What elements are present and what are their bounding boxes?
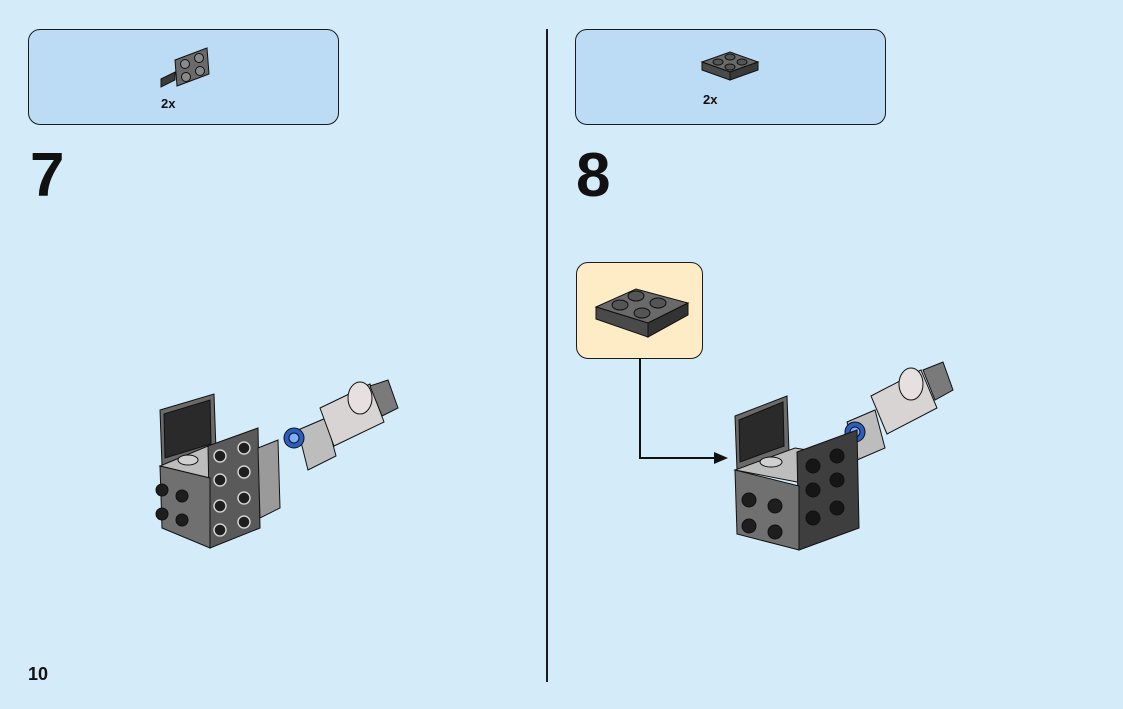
step-7-part-quantity: 2x	[161, 96, 176, 111]
step-8-parts-box: 2x	[575, 29, 886, 125]
page-divider	[546, 29, 548, 682]
step-7-parts-box: 2x	[28, 29, 339, 125]
step-8-number: 8	[576, 141, 611, 210]
page-number: 10	[28, 664, 49, 684]
step-8-placement-arrow	[639, 358, 728, 464]
plate-2x2-callout-icon	[594, 288, 690, 338]
angle-bracket-part-icon	[160, 47, 210, 88]
step-7-number: 7	[30, 141, 65, 210]
plate-2x2-part-icon	[700, 51, 760, 81]
step-7-model-illustration	[155, 379, 399, 549]
step-8-sub-assembly-callout	[576, 262, 703, 359]
step-8-part-quantity: 2x	[703, 92, 718, 107]
step-8-model-illustration	[733, 361, 954, 551]
